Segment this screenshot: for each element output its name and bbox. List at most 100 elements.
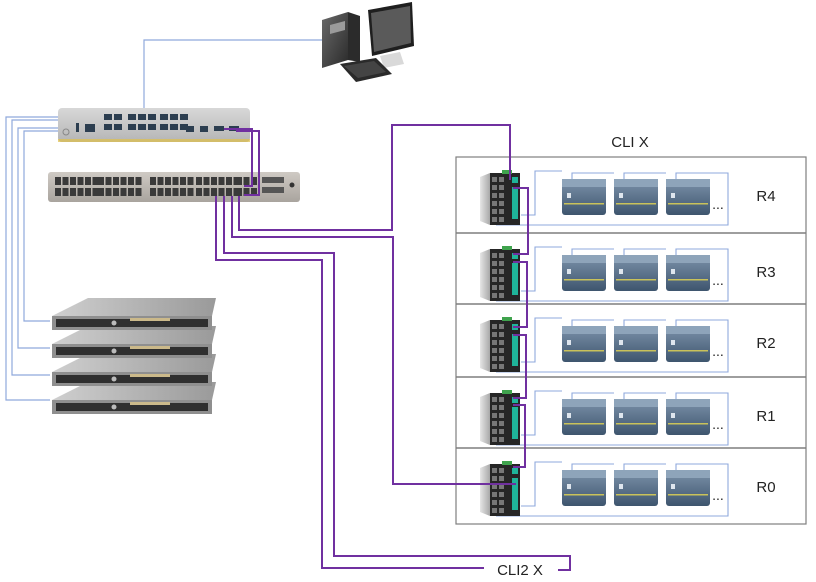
- switch-port: [85, 188, 91, 196]
- link-core-r0: [231, 196, 516, 485]
- switch-port: [251, 177, 257, 185]
- switch-port: [55, 188, 61, 196]
- cabinet-row-r0: ... R0: [456, 447, 806, 517]
- access-switch: [58, 108, 250, 142]
- switch-port: [70, 188, 76, 196]
- switch-port: [196, 177, 202, 185]
- ring-r4-r3: [513, 187, 529, 255]
- switch-port: [85, 177, 91, 185]
- uplink-access-core-2: [236, 130, 260, 196]
- remote-cabinet-label: CLI2 X: [497, 562, 543, 579]
- switch-port: [135, 188, 142, 196]
- switch-port: [98, 177, 104, 185]
- switch-port: [165, 188, 171, 196]
- switch-port: [150, 177, 156, 185]
- switch-port: [120, 188, 127, 196]
- switch-port: [187, 177, 194, 185]
- row-label: R2: [756, 335, 775, 352]
- switch-port: [150, 188, 156, 196]
- switch-port: [218, 188, 225, 196]
- switch-port: [196, 188, 202, 196]
- controller-module-icon: [562, 392, 614, 435]
- switch-port: [157, 188, 164, 196]
- cabinet-label: CLI X: [611, 134, 649, 151]
- switch-port: [120, 177, 127, 185]
- switch-port: [251, 188, 257, 196]
- row-ellipsis: ...: [712, 487, 724, 503]
- switch-port: [105, 177, 112, 185]
- row-label: R3: [756, 264, 775, 281]
- switch-port: [226, 188, 232, 196]
- controller-module-icon: [562, 248, 614, 291]
- fiber-links: [215, 124, 571, 571]
- cabinet-row-r3: ... R3: [456, 232, 806, 302]
- rack-server-icon: [52, 382, 216, 414]
- ring-r1-r0: [513, 404, 526, 468]
- row-ellipsis: ...: [712, 343, 724, 359]
- industrial-switch-icon: [480, 390, 520, 445]
- link-server-3: [11, 119, 69, 376]
- uplink-module: [262, 187, 284, 193]
- switch-port: [62, 177, 69, 185]
- controller-module-icon: [666, 463, 718, 506]
- link-workstation-access: [143, 39, 330, 112]
- controller-module-icon: [562, 172, 614, 215]
- switch-port: [236, 177, 242, 185]
- switch-port: [105, 188, 112, 196]
- switch-port: [172, 188, 179, 196]
- switch-port: [243, 177, 250, 185]
- cabinet-row-r2: ... R2: [456, 303, 806, 373]
- industrial-switch-icon: [480, 170, 520, 225]
- switch-port: [218, 177, 225, 185]
- cabinet-row-r4: ... R4: [480, 170, 776, 226]
- core-switch: [48, 172, 300, 202]
- switch-port: [187, 188, 194, 196]
- rack-server-icon: [52, 326, 216, 358]
- link-server-2: [17, 127, 69, 349]
- row-label: R4: [756, 188, 775, 205]
- link-server-1: [23, 130, 69, 322]
- controller-module-icon: [562, 463, 614, 506]
- link-core-cli2-a: [223, 196, 571, 571]
- row-ellipsis: ...: [712, 196, 724, 212]
- controller-module-icon: [614, 319, 666, 362]
- cabinet-frame: [455, 156, 807, 525]
- switch-port: [211, 177, 217, 185]
- switch-port: [135, 177, 142, 185]
- controller-module-icon: [614, 172, 666, 215]
- ring-r3-r2: [513, 261, 528, 328]
- switch-port: [180, 177, 186, 185]
- row-label: R0: [756, 479, 775, 496]
- switch-port: [113, 188, 119, 196]
- controller-module-icon: [666, 172, 718, 215]
- controller-module-icon: [562, 319, 614, 362]
- cabinet-row-r1: ... R1: [456, 376, 806, 446]
- switch-port: [62, 188, 69, 196]
- row-ellipsis: ...: [712, 272, 724, 288]
- link-server-4: [5, 116, 69, 401]
- controller-module-icon: [666, 248, 718, 291]
- switch-port: [70, 177, 76, 185]
- switch-port: [203, 177, 210, 185]
- industrial-switch-icon: [480, 246, 520, 301]
- switch-port: [180, 188, 186, 196]
- switch-port: [165, 177, 171, 185]
- switch-port: [203, 188, 210, 196]
- row-label: R1: [756, 408, 775, 425]
- controller-module-icon: [666, 392, 718, 435]
- controller-module-icon: [614, 392, 666, 435]
- uplink-module: [262, 177, 284, 183]
- switch-port: [92, 177, 99, 185]
- link-core-r4: [238, 124, 511, 231]
- switch-port: [113, 177, 119, 185]
- industrial-switch-icon: [480, 317, 520, 372]
- switch-port: [211, 188, 217, 196]
- uplink-access-core-1: [224, 128, 253, 187]
- industrial-switch-icon: [480, 461, 520, 516]
- controller-module-icon: [614, 248, 666, 291]
- switch-port: [55, 177, 61, 185]
- switch-port: [236, 188, 242, 196]
- copper-links: [5, 39, 330, 401]
- row-ellipsis: ...: [712, 416, 724, 432]
